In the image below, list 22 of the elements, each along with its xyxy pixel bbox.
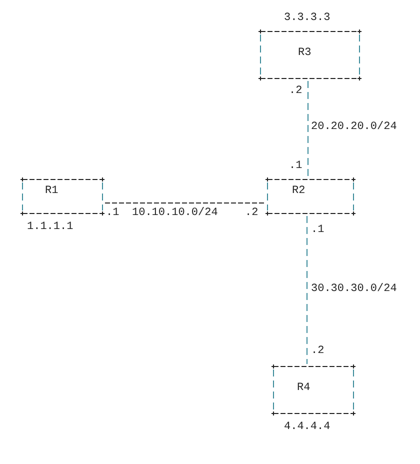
router-name: R1 <box>45 185 58 197</box>
ip-address: 1.1.1.1 <box>27 221 74 233</box>
router-name: R2 <box>292 185 306 197</box>
interface-label: .2 <box>311 345 324 357</box>
router-name: R3 <box>298 47 312 59</box>
router-box <box>265 177 356 216</box>
interface-label: .2 <box>289 85 302 97</box>
router-name: R4 <box>297 382 310 394</box>
router-box <box>258 29 362 81</box>
subnet-label: 30.30.30.0/24 <box>311 283 397 295</box>
router-box <box>271 364 356 416</box>
ip-address: 4.4.4.4 <box>284 421 330 433</box>
interface-label: .1 <box>289 160 302 172</box>
interface-label: .2 <box>245 207 258 219</box>
ip-address: 3.3.3.3 <box>284 12 330 24</box>
subnet-label: 20.20.20.0/24 <box>311 121 397 133</box>
router-box <box>20 177 105 216</box>
interface-label: .1 <box>311 224 324 236</box>
subnet-label: 10.10.10.0/24 <box>132 207 218 219</box>
link-line <box>104 202 266 204</box>
link-line <box>306 216 308 364</box>
interface-label: .1 <box>106 207 120 219</box>
